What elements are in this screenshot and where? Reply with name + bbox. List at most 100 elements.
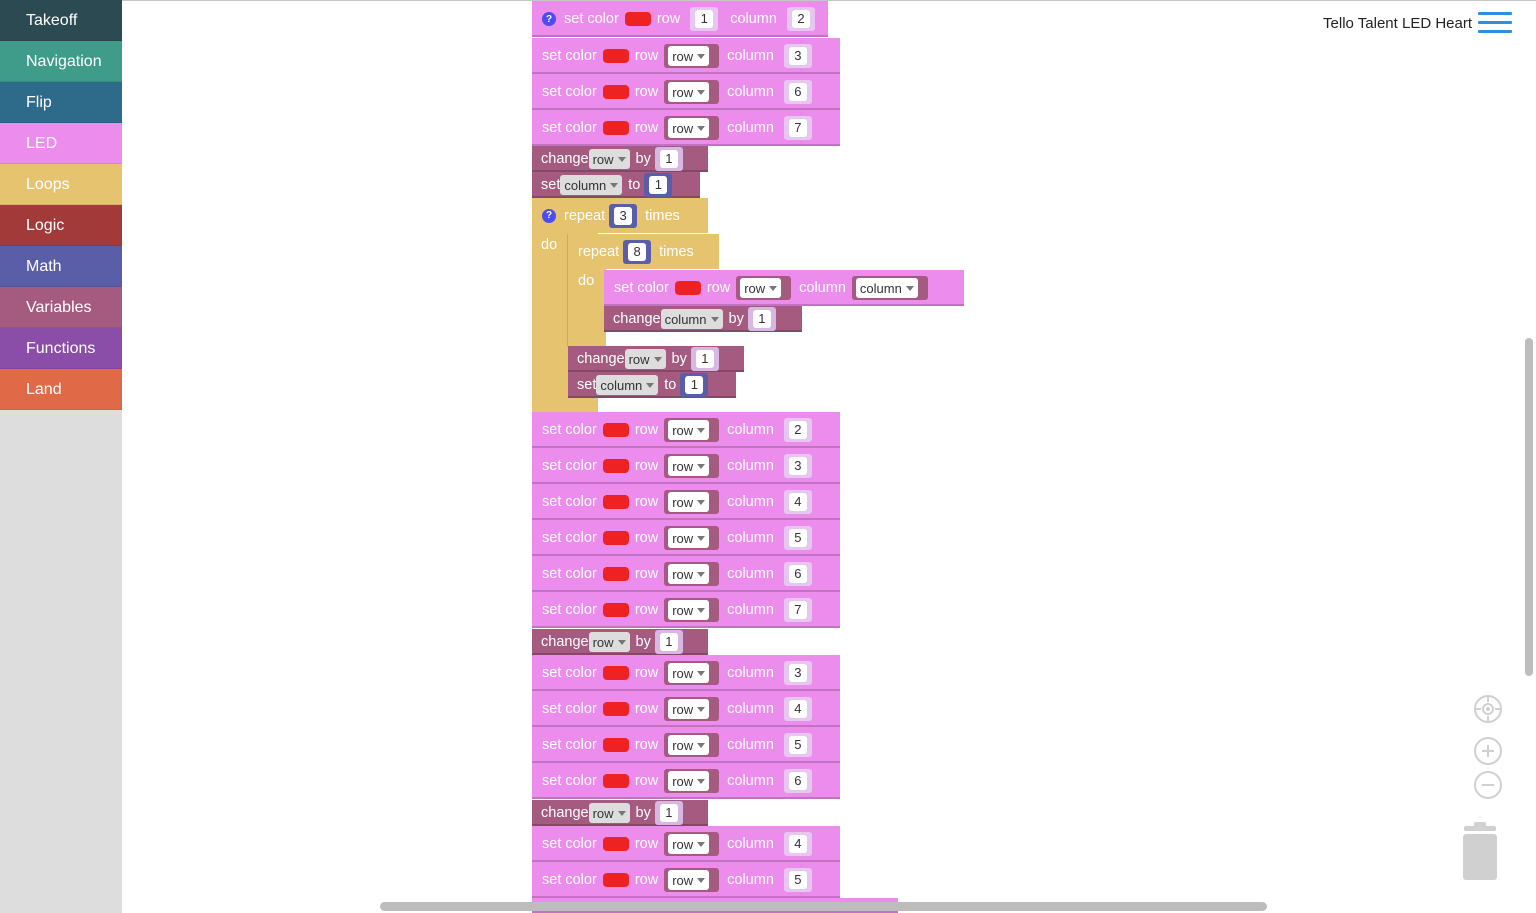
horizontal-scrollbar[interactable] [380, 902, 1267, 911]
number-input-block[interactable]: 1 [690, 7, 719, 31]
number-input-block[interactable]: 2 [786, 7, 815, 31]
number-field[interactable]: 1 [649, 176, 668, 194]
variable-getter-block[interactable]: row [664, 44, 720, 68]
number-field[interactable]: 4 [788, 835, 807, 853]
variable-dropdown[interactable]: row [668, 663, 710, 683]
number-field[interactable]: 8 [628, 242, 647, 261]
number-field[interactable]: 7 [788, 601, 807, 619]
number-input-block[interactable]: 2 [783, 418, 812, 442]
number-input-block[interactable]: 3 [609, 203, 638, 228]
variable-getter-block[interactable]: column [851, 276, 928, 300]
variable-dropdown[interactable]: row [668, 46, 710, 66]
toolbox-category-navigation[interactable]: Navigation [0, 41, 122, 82]
number-field[interactable]: 2 [788, 421, 807, 439]
led-color-swatch[interactable] [602, 702, 629, 716]
trash-button[interactable] [1460, 822, 1500, 882]
number-field[interactable]: 1 [695, 350, 714, 368]
number-field[interactable]: 5 [788, 871, 807, 889]
led-color-swatch[interactable] [624, 12, 651, 26]
number-input-block[interactable]: 7 [783, 598, 812, 622]
number-field[interactable]: 5 [788, 529, 807, 547]
variable-dropdown[interactable]: row [668, 492, 710, 512]
number-input-block[interactable]: 6 [783, 80, 812, 104]
variable-dropdown[interactable]: row [668, 528, 710, 548]
number-field[interactable]: 5 [788, 736, 807, 754]
led-color-swatch[interactable] [602, 121, 629, 135]
number-field[interactable]: 4 [788, 700, 807, 718]
number-input-block[interactable]: 1 [690, 347, 719, 371]
variable-dropdown[interactable]: row [668, 600, 710, 620]
number-field[interactable]: 3 [614, 206, 633, 225]
number-field[interactable]: 4 [788, 493, 807, 511]
variable-dropdown[interactable]: column [660, 309, 723, 329]
number-field[interactable]: 1 [695, 10, 714, 28]
variable-getter-block[interactable]: row [664, 454, 720, 478]
led-color-swatch[interactable] [602, 873, 629, 887]
variable-dropdown[interactable]: row [588, 803, 630, 823]
number-field[interactable]: 1 [685, 376, 704, 394]
led-color-swatch[interactable] [602, 495, 629, 509]
variable-dropdown[interactable]: row [668, 118, 710, 138]
variable-getter-block[interactable]: row [664, 80, 720, 104]
number-field[interactable]: 6 [788, 772, 807, 790]
variable-dropdown[interactable]: row [668, 834, 710, 854]
variable-getter-block[interactable]: row [664, 832, 720, 856]
variable-dropdown[interactable]: row [624, 349, 666, 369]
number-input-block[interactable]: 8 [623, 239, 652, 264]
number-field[interactable]: 2 [791, 10, 810, 28]
help-icon[interactable]: ? [542, 208, 556, 223]
variable-dropdown[interactable]: row [668, 699, 710, 719]
variable-getter-block[interactable]: row [664, 562, 720, 586]
variable-dropdown[interactable]: row [668, 420, 710, 440]
variable-getter-block[interactable]: row [664, 490, 720, 514]
led-color-swatch[interactable] [602, 774, 629, 788]
toolbox-category-land[interactable]: Land [0, 369, 122, 410]
variable-getter-block[interactable]: row [736, 276, 792, 300]
number-field[interactable]: 3 [788, 47, 807, 65]
variable-dropdown[interactable]: row [668, 82, 710, 102]
variable-getter-block[interactable]: row [664, 661, 720, 685]
number-field[interactable]: 3 [788, 457, 807, 475]
variable-getter-block[interactable]: row [664, 769, 720, 793]
number-input-block[interactable]: 1 [654, 630, 683, 654]
variable-dropdown[interactable]: row [668, 771, 710, 791]
led-color-swatch[interactable] [602, 49, 629, 63]
toolbox-category-logic[interactable]: Logic [0, 205, 122, 246]
variable-getter-block[interactable]: row [664, 697, 720, 721]
help-icon[interactable]: ? [542, 12, 556, 26]
number-field[interactable]: 6 [788, 83, 807, 101]
number-input-block[interactable]: 6 [783, 769, 812, 793]
number-input-block[interactable]: 1 [680, 373, 709, 397]
variable-dropdown[interactable]: row [668, 456, 710, 476]
toolbox-category-variables[interactable]: Variables [0, 287, 122, 328]
number-input-block[interactable]: 3 [783, 661, 812, 685]
led-color-swatch[interactable] [602, 85, 629, 99]
led-color-swatch[interactable] [602, 567, 629, 581]
led-color-swatch[interactable] [602, 531, 629, 545]
number-input-block[interactable]: 5 [783, 868, 812, 892]
variable-dropdown[interactable]: row [668, 564, 710, 584]
number-input-block[interactable]: 1 [654, 801, 683, 825]
recenter-button[interactable] [1474, 695, 1502, 723]
number-input-block[interactable]: 1 [747, 307, 776, 331]
led-color-swatch[interactable] [602, 603, 629, 617]
